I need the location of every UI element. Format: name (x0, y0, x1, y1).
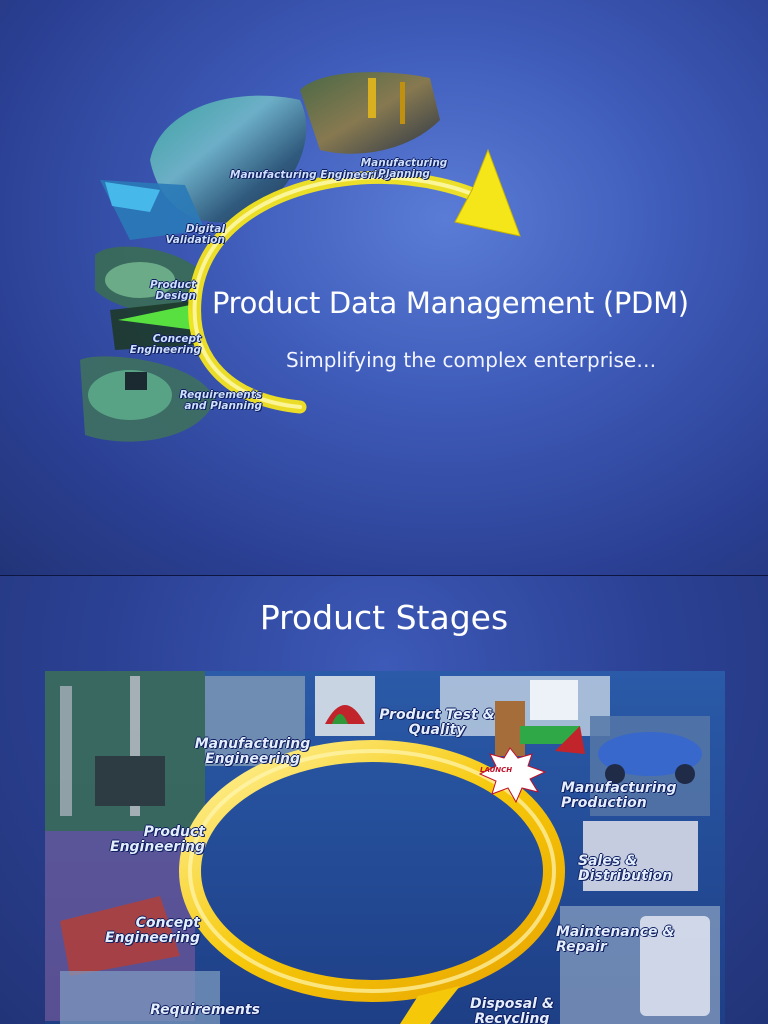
collage-images (80, 72, 440, 442)
product-stages-graphic (45, 671, 725, 1024)
launch-starburst (478, 747, 547, 804)
slide-1-subtitle: Simplifying the complex enterprise… (286, 348, 657, 372)
stage-product-test-quality: Product Test & Quality (379, 707, 495, 738)
label-digital-validation: Digital Validation (165, 223, 225, 247)
label-requirements-planning: Requirements and Planning (179, 389, 262, 413)
pdm-cycle-graphic (80, 72, 521, 442)
stage-requirements: Requirements (150, 1002, 260, 1018)
stage-maintenance-repair: Maintenance & Repair (556, 924, 675, 955)
stage-manufacturing-engineering: Manufacturing Engineering (194, 736, 311, 767)
stage-collage (45, 671, 720, 1024)
stage-sales-distribution: Sales & Distribution (578, 853, 673, 884)
launch-label: LAUNCH (480, 766, 513, 774)
stage-manufacturing-production: Manufacturing Production (561, 780, 677, 811)
slide-2-title: Product Stages (259, 598, 509, 637)
stage-concept-engineering: Concept Engineering (105, 915, 200, 946)
label-concept-engineering: Concept Engineering (129, 333, 201, 357)
label-product-design: Product Design (150, 279, 196, 303)
label-manufacturing-engineering: Manufacturing Engineering (230, 169, 392, 181)
cycle-arrowhead (454, 148, 521, 237)
stage-disposal-recycling: Disposal & Recycling (469, 996, 555, 1024)
slide-separator (0, 575, 768, 576)
slide-1-title: Product Data Management (PDM) (212, 286, 689, 320)
slide-1: Manufacturing Engineering Manufacturing … (0, 0, 768, 575)
slide-2: Product Stages (0, 576, 768, 1024)
stage-product-engineering: Product Engineering (110, 824, 205, 855)
label-manufacturing-planning: Manufacturing Planning (360, 157, 448, 181)
stages-arrowhead (400, 986, 460, 1024)
